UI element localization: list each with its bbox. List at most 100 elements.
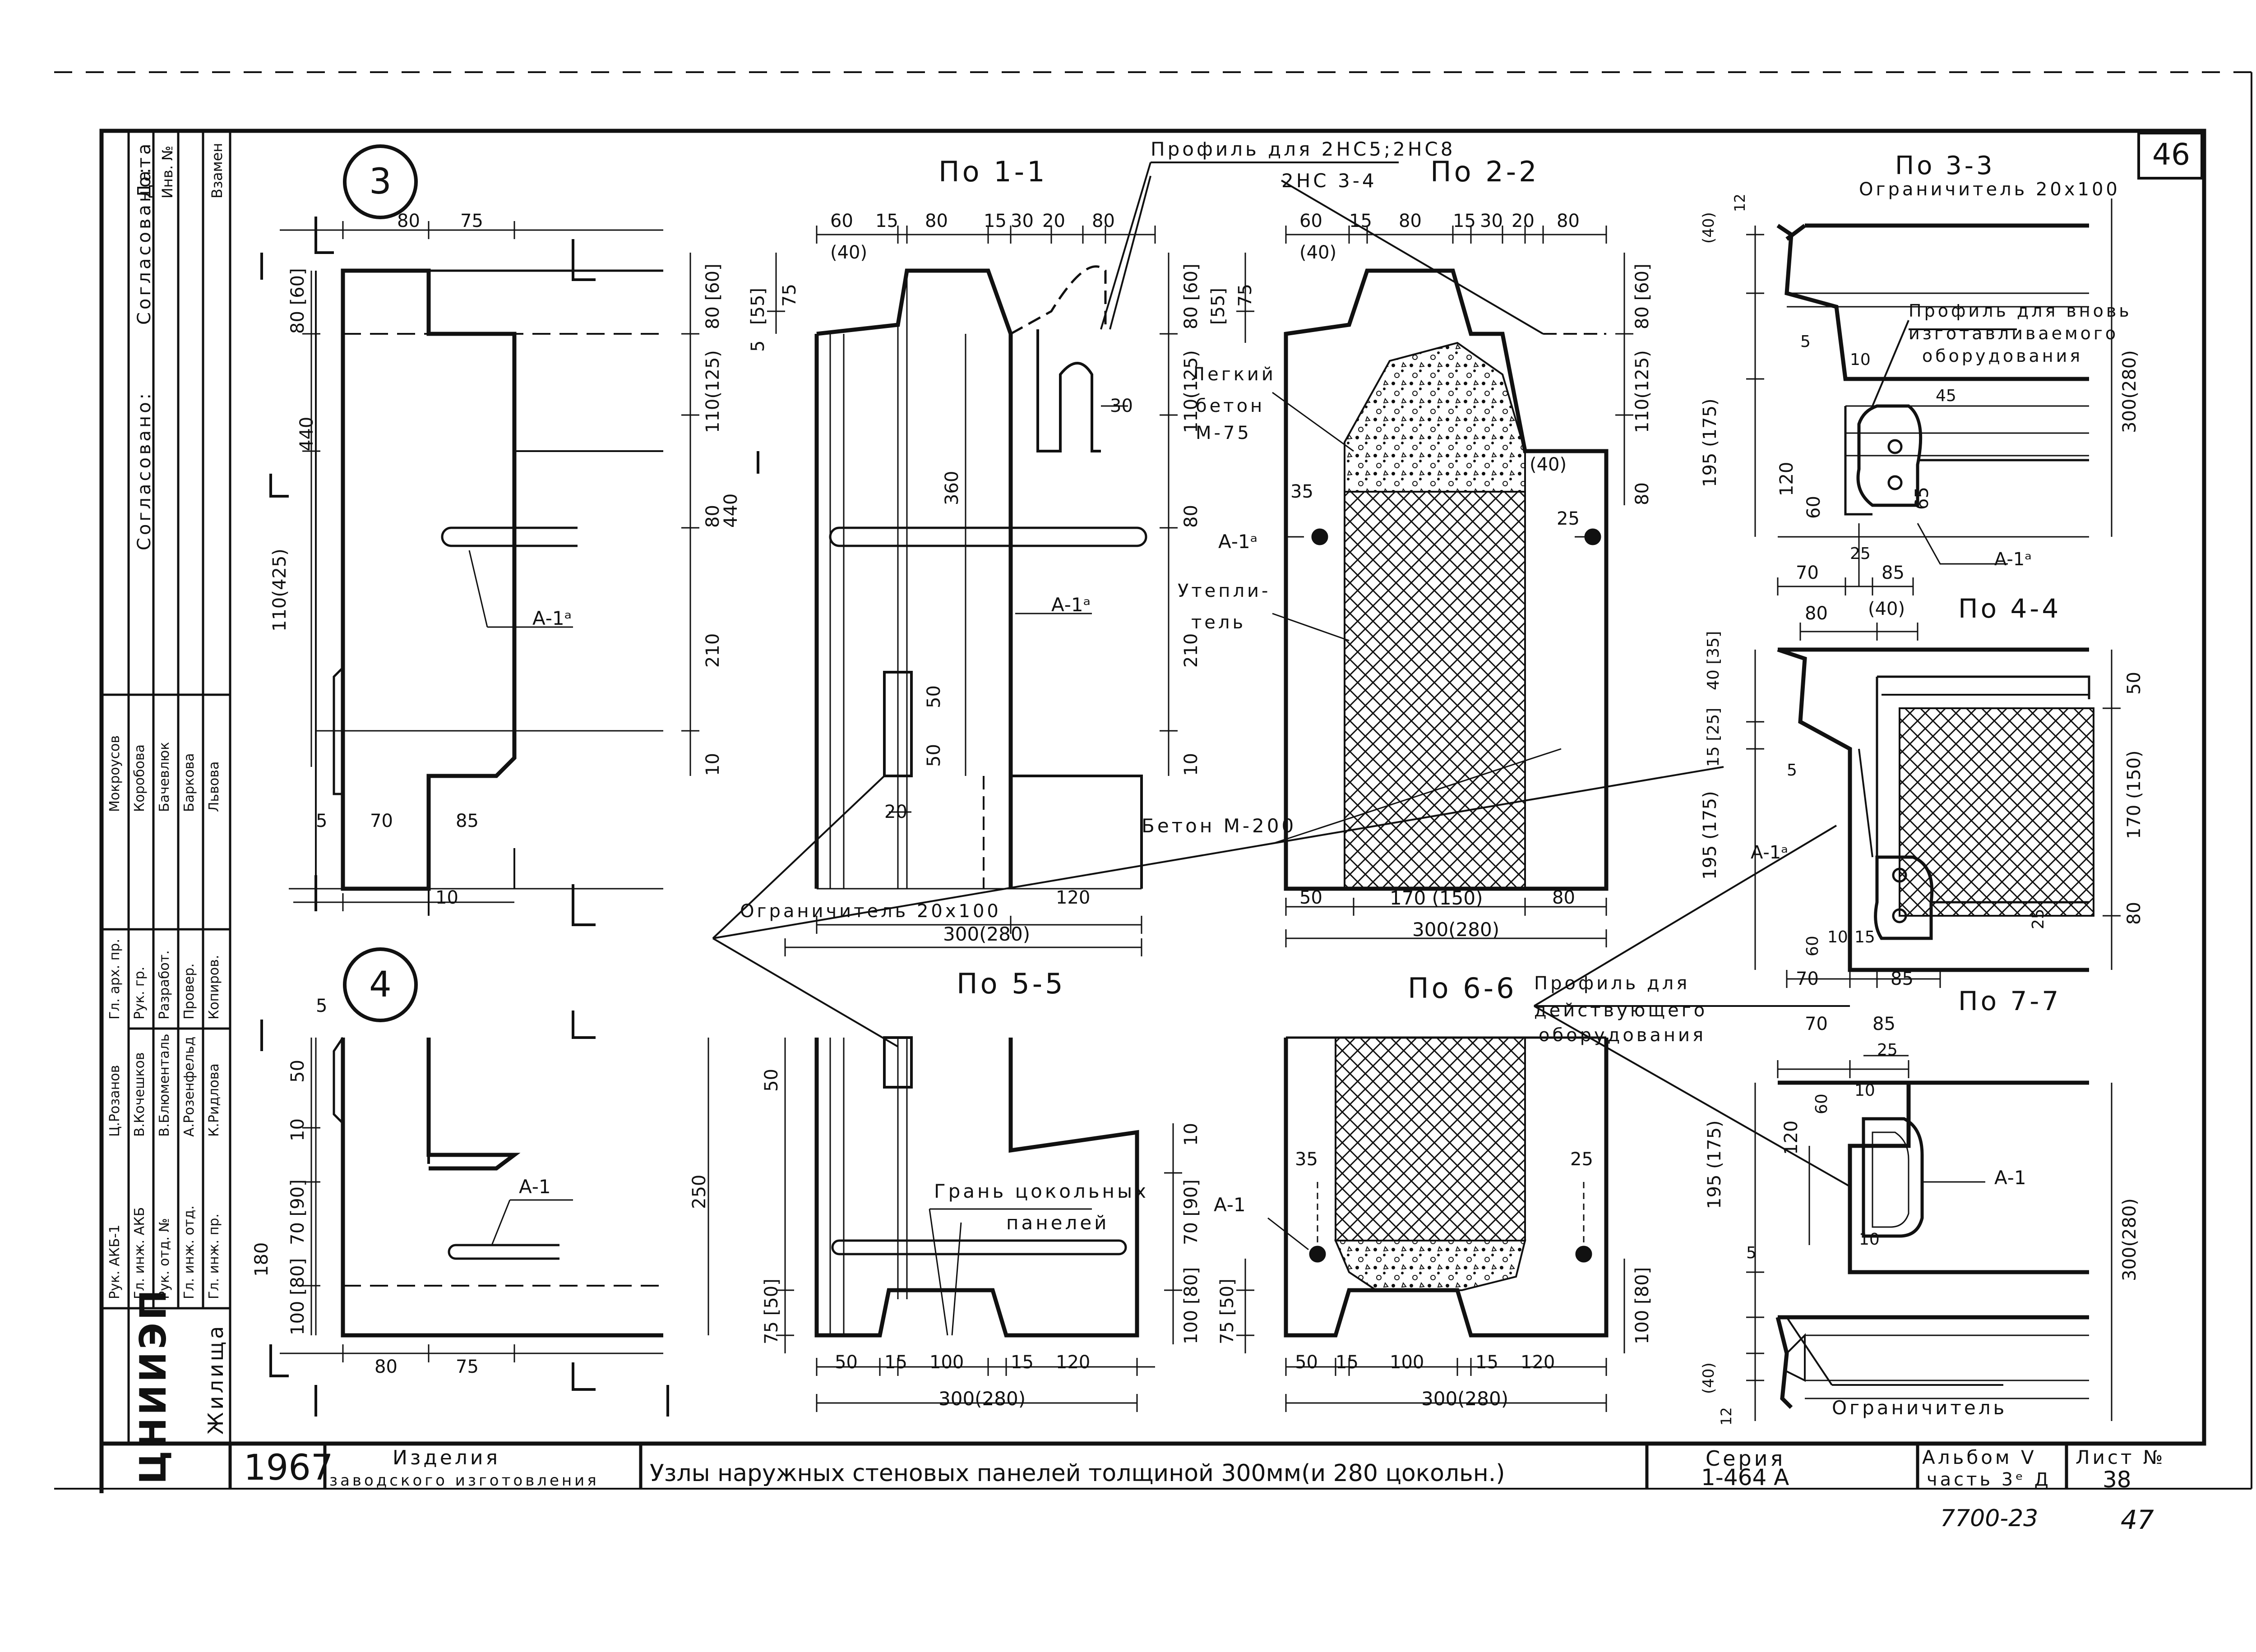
dim: 50 — [924, 744, 944, 767]
node3-elevation — [260, 217, 759, 926]
dim: 5 — [1800, 332, 1811, 351]
album-label: Альбом V — [1922, 1446, 2037, 1468]
dim: 195 (175) — [1700, 398, 1720, 487]
part-label: часть 3ᵉ Д — [1927, 1469, 2051, 1490]
dim: 50 — [1299, 887, 1322, 908]
dim: 80 — [397, 211, 420, 231]
signoff-role: Гл. инж. АКБ — [132, 1207, 148, 1299]
dim: 70 [90] — [287, 1179, 308, 1245]
profile-exist-label-3: оборудования — [1539, 1025, 1706, 1046]
archive-code: 7700-23 — [1940, 1505, 2039, 1532]
profile-new-label-2: изготавливаемого — [1909, 323, 2119, 343]
dim: 15 — [1453, 211, 1476, 231]
signoff-date-header: Дата — [134, 141, 155, 198]
dim: 100 [80] — [1632, 1267, 1653, 1344]
section-title-3-3: По 3-3 — [1895, 151, 1995, 180]
dim: 85 — [1891, 969, 1914, 989]
signoff-role: Провер. — [181, 963, 197, 1020]
dim: 15 — [1854, 928, 1875, 946]
dim: 15 — [1475, 1352, 1498, 1373]
dim: 15 [25] — [1704, 707, 1723, 767]
dim: 60 — [1812, 1094, 1831, 1114]
section-6-6 — [1236, 1036, 1625, 1412]
signoff-inv: Инв. № — [159, 145, 176, 198]
dim: 80 — [374, 1357, 398, 1377]
dim: 25 — [1557, 508, 1580, 529]
section-title-4-4: По 4-4 — [1958, 593, 2062, 624]
dim: 195 (175) — [1704, 1120, 1725, 1209]
dim: 195 (175) — [1700, 791, 1720, 880]
section-5-5 — [707, 1036, 1182, 1412]
plinth-edge-label-1: Грань цокольных — [934, 1180, 1149, 1202]
node-4-marker: 4 — [343, 947, 418, 1022]
section-1-1 — [767, 226, 1178, 956]
light-concrete-label-1: Легкий — [1191, 364, 1276, 385]
dim: 25 — [1850, 545, 1871, 563]
dim: 10 — [1850, 351, 1871, 369]
dim: 70 — [370, 811, 393, 831]
profile-2ns3-label: 2НС 3-4 — [1281, 170, 1377, 192]
plinth-edge-label-2: панелей — [1006, 1212, 1110, 1234]
signoff-role: Копиров. — [206, 955, 222, 1020]
signoff-name: Мокроусов — [107, 735, 123, 812]
dim: 10 — [1859, 1230, 1880, 1249]
dim: 10 — [435, 887, 458, 908]
dim: 300(280) — [938, 1388, 1026, 1410]
dim: 300(280) — [2119, 350, 2140, 433]
node-3-marker: 3 — [343, 144, 418, 219]
dim: 100 [80] — [287, 1258, 308, 1335]
section-title-6-6: По 6-6 — [1408, 972, 1517, 1005]
signoff-name: К.Ридлова — [206, 1063, 222, 1137]
title-item-1: Изделия — [393, 1446, 500, 1469]
dim: (40) — [1530, 454, 1567, 475]
dim: 20 — [884, 802, 907, 822]
dim: 5 — [316, 811, 328, 831]
signoff-role: Разработ. — [157, 950, 172, 1020]
dim: 50 — [1295, 1352, 1318, 1373]
title-year: 1967 — [244, 1448, 333, 1488]
dim: 70 — [1805, 1014, 1828, 1034]
dim: 100 — [1390, 1352, 1424, 1373]
signoff-name: А.Розенфельд — [181, 1036, 197, 1137]
dim: 35 — [1290, 481, 1313, 502]
dim: 75 — [779, 284, 800, 307]
dim: 170 (150) — [1390, 887, 1483, 909]
sheet-label: Лист № — [2076, 1446, 2166, 1468]
dim: 80 — [2124, 902, 2145, 925]
light-concrete-label-2: бетон — [1196, 396, 1265, 416]
dim: 20 — [1042, 211, 1065, 231]
section-title-1-1: По 1-1 — [938, 155, 1048, 188]
rebar-tag-3-3: А-1ᵃ — [1994, 549, 2032, 570]
drawing-title: Узлы наружных стеновых панелей толщиной … — [650, 1460, 1505, 1487]
dim: 50 — [924, 685, 944, 708]
profile-new-label-3: оборудования — [1922, 346, 2083, 366]
rebar-tag-2-2: А-1ᵃ — [1218, 531, 1258, 553]
dim: (40) — [1700, 1362, 1718, 1394]
org-logo-text: ЦНИИЭП — [132, 1287, 174, 1484]
dim: 110(125) — [1632, 350, 1653, 433]
dim: 10 — [1181, 1123, 1202, 1146]
dim: 60 — [1299, 211, 1322, 231]
dim: 50 — [287, 1060, 308, 1083]
dim: 100 [80] — [1181, 1267, 1202, 1344]
dim: 210 — [703, 633, 723, 668]
dim: 210 — [1181, 633, 1202, 668]
dim: 300(280) — [943, 923, 1031, 945]
dim: 110(125) — [1181, 350, 1202, 433]
dim: 20 — [1512, 211, 1535, 231]
dim: 10 — [1827, 928, 1848, 946]
dim: 60 — [1803, 496, 1824, 519]
dim: 12 — [1731, 194, 1748, 212]
signoff-role: Рук. гр. — [132, 966, 148, 1020]
dim: 85 — [1882, 563, 1905, 583]
dim: 170 (150) — [2124, 750, 2145, 839]
limiter-7-7-label: Ограничитель — [1832, 1397, 2007, 1419]
dim: 75 [50] — [761, 1278, 782, 1344]
signoff-role: Рук. АКБ-1 — [107, 1224, 123, 1299]
signoff-name: Львова — [206, 761, 222, 812]
dim: 35 — [1295, 1149, 1318, 1170]
dim: 60 — [830, 211, 853, 231]
series-value: 1-464 А — [1701, 1464, 1789, 1490]
signoff-role: Гл. арх. пр. — [107, 939, 123, 1020]
